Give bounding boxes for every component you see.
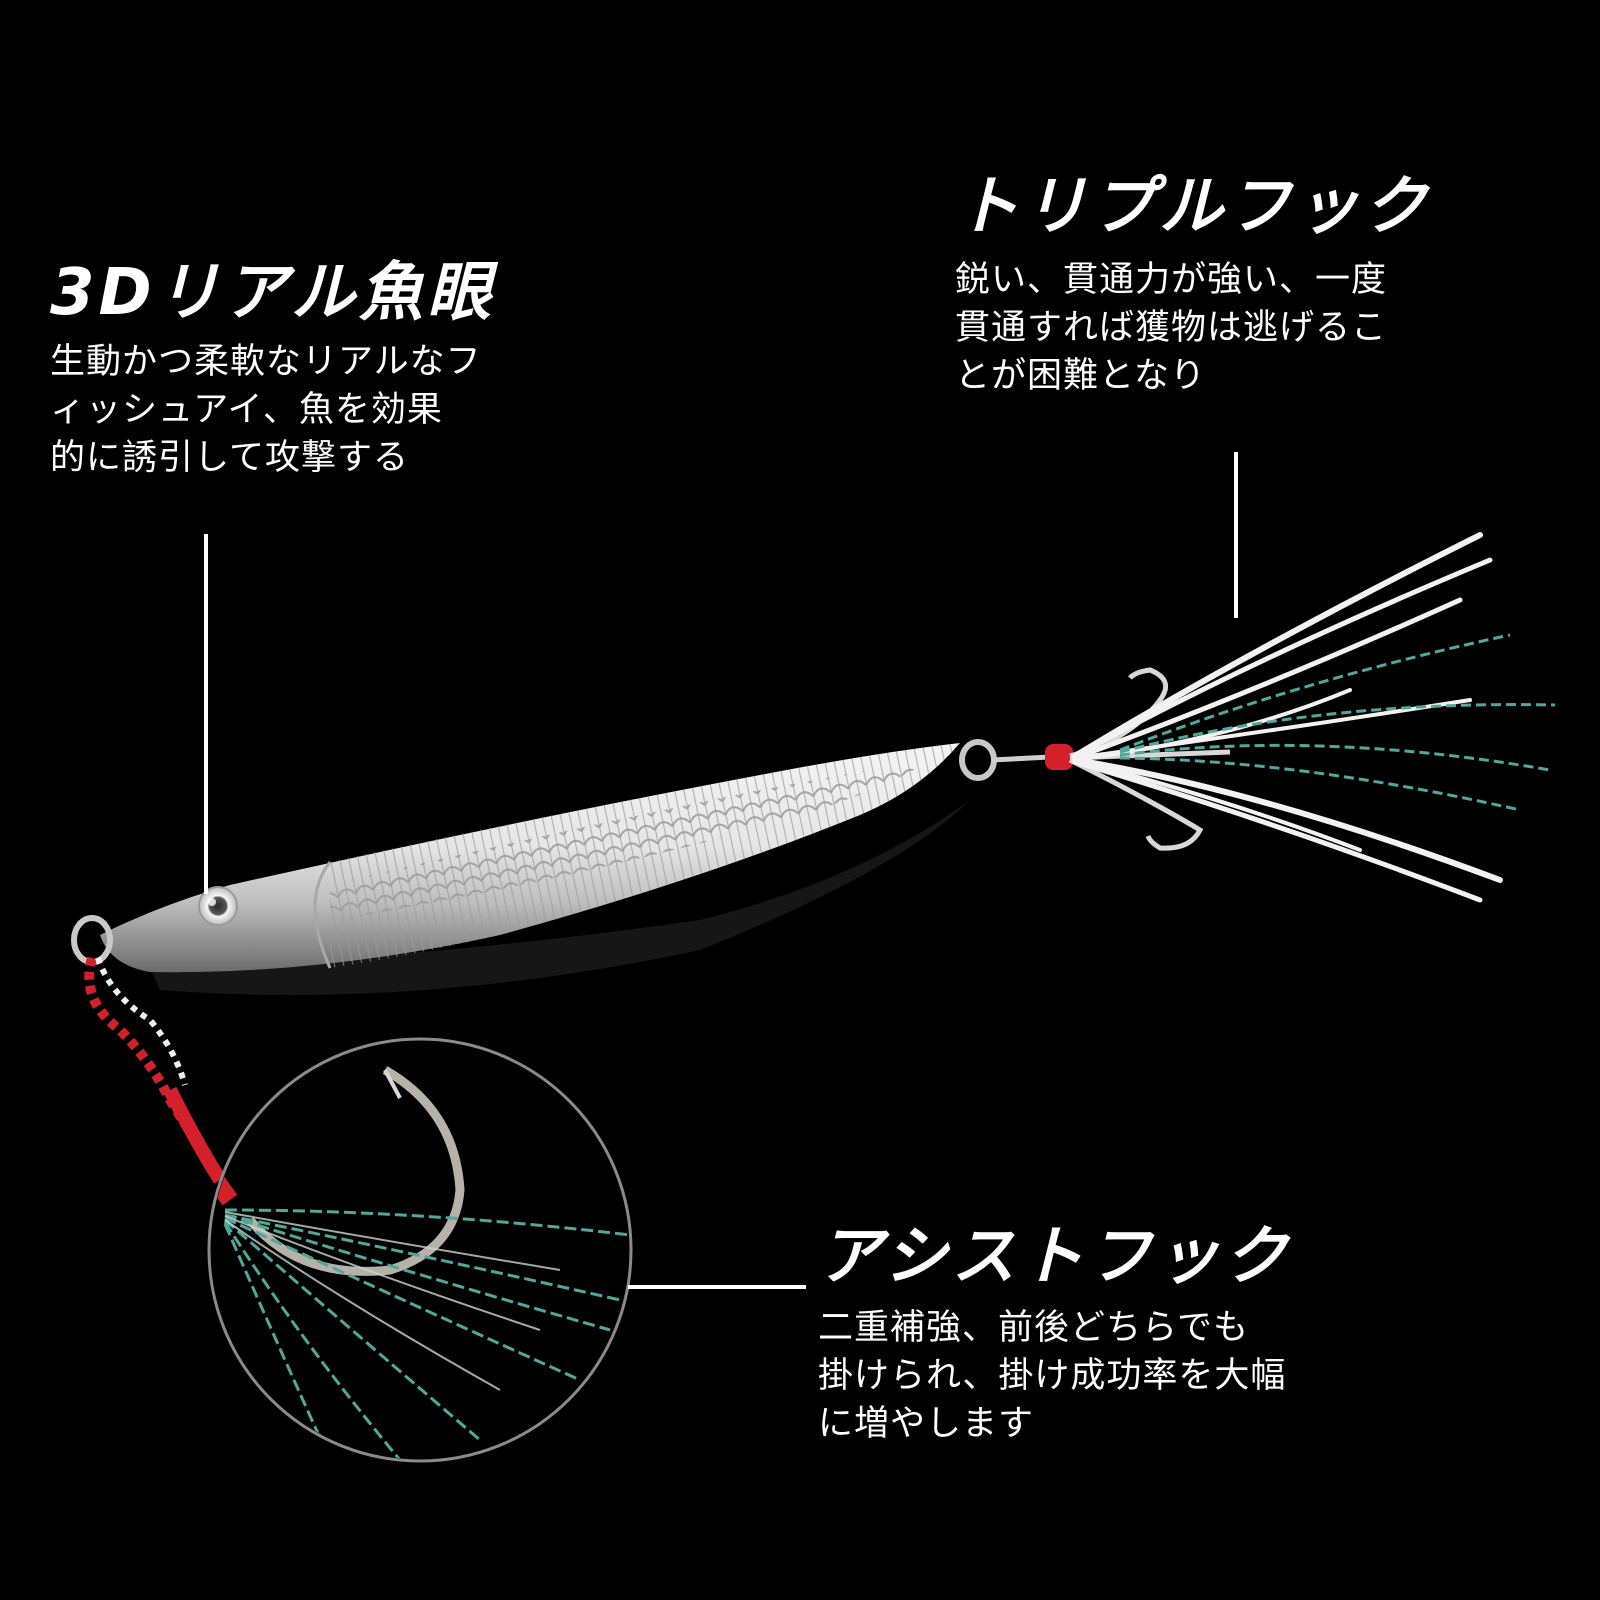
- treble-hook-callout-title: トリプルフック: [955, 170, 1431, 244]
- assist-hook-callout-title: アシストフック: [818, 1220, 1292, 1294]
- eye-callout-line: [204, 534, 208, 894]
- eye-callout: 3Dリアル魚眼 生動かつ柔軟なリアルなフ ィッシュアイ、魚を効果 的に誘引して攻…: [50, 258, 570, 482]
- assist-hook-callout-description: 二重補強、前後どちらでも 掛けられ、掛け成功率を大幅 に増やします: [818, 1308, 1287, 1445]
- treble-tinsel: [1119, 633, 1556, 812]
- treble-hook-callout-description: 鋭い、貫通力が強い、一度 貫通すれば獲物は逃げるこ とが困難となり: [955, 260, 1388, 397]
- feather-tail: [1072, 532, 1503, 903]
- rear-split-ring: [959, 739, 997, 781]
- lure-body: [100, 743, 960, 973]
- assist-hook-callout-line: [628, 1285, 806, 1289]
- treble-thread-wrap: [1045, 744, 1073, 770]
- eye-callout-title: 3Dリアル魚眼: [50, 256, 496, 330]
- eye-callout-description: 生動かつ柔軟なリアルなフ ィッシュアイ、魚を効果 的に誘引して攻撃する: [50, 342, 482, 479]
- assist-hook-callout: アシストフック 二重補強、前後どちらでも 掛けられ、掛け成功率を大幅 に増やしま…: [818, 1222, 1358, 1448]
- fish-eye: [198, 886, 238, 926]
- lure-reflection: [150, 800, 970, 995]
- assist-hook-zoom-circle: [207, 1037, 633, 1463]
- treble-hook-callout-line: [1234, 452, 1238, 618]
- treble-hook-callout: トリプルフック 鋭い、貫通力が強い、一度 貫通すれば獲物は逃げるこ とが困難とな…: [955, 172, 1475, 400]
